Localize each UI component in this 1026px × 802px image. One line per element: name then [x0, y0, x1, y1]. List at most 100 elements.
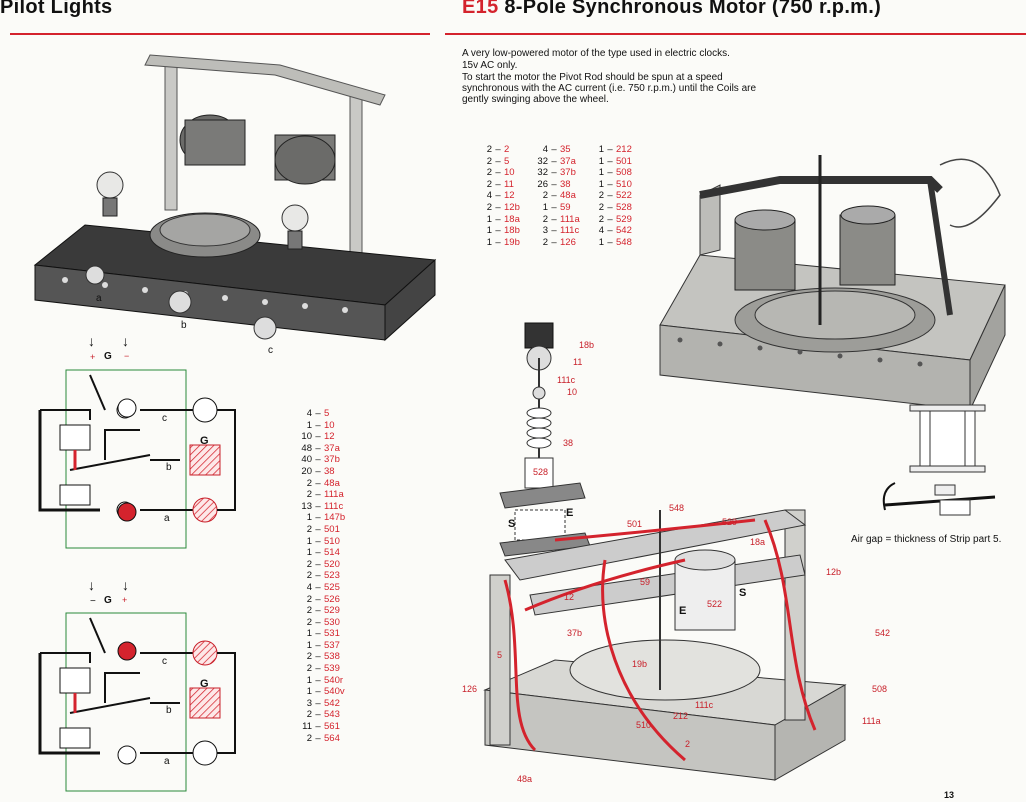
- dash-separator: –: [315, 686, 321, 698]
- part-number: 48a: [560, 190, 576, 202]
- part-quantity: 48: [301, 442, 312, 454]
- part-quantity: 13: [301, 500, 312, 512]
- motor-description: A very low-powered motor of the type use…: [462, 48, 762, 106]
- parts-row: 1–18a: [470, 214, 520, 226]
- air-gap-inset-diagram: [882, 404, 996, 516]
- assembly-label-126: 126: [462, 684, 478, 694]
- part-number: 35: [560, 144, 571, 155]
- exploded-label-10: 10: [567, 387, 578, 397]
- part-number: 508: [616, 167, 632, 179]
- page-number: 13: [944, 790, 955, 800]
- assembly-label-542: 542: [875, 628, 891, 638]
- model-label-c: c: [268, 345, 273, 356]
- part-quantity: 32: [537, 155, 548, 167]
- part-number: 48a: [324, 477, 340, 489]
- assembly-label-501: 501: [627, 519, 643, 529]
- part-quantity: 1: [306, 639, 312, 651]
- circuit-diagram-2: [38, 612, 236, 792]
- part-number: 10: [324, 419, 335, 431]
- assembly-label-s: S: [739, 587, 747, 599]
- dash-separator: –: [315, 628, 321, 640]
- assembly-label-18a: 18a: [750, 537, 766, 547]
- parts-row: 32–37b: [526, 167, 580, 179]
- dash-separator: –: [551, 144, 557, 155]
- part-quantity: 2: [306, 593, 312, 605]
- exploded-label-38: 38: [563, 438, 574, 448]
- part-number: 37a: [560, 155, 576, 167]
- part-quantity: 10: [301, 431, 312, 443]
- part-number: 529: [324, 605, 340, 617]
- dash-separator: –: [607, 178, 613, 190]
- part-number: 514: [324, 547, 340, 559]
- parts-row: 1–147b: [290, 512, 345, 524]
- part-quantity: 2: [598, 201, 604, 213]
- dash-separator: –: [315, 697, 321, 709]
- parts-row: 11–561: [290, 721, 345, 733]
- parts-row: 1–531: [290, 628, 345, 640]
- part-number: 529: [616, 213, 632, 225]
- part-quantity: 20: [301, 465, 312, 477]
- pilot-lights-model-illustration: [33, 54, 437, 342]
- part-quantity: 2: [306, 616, 312, 628]
- exploded-label-11: 11: [573, 357, 583, 367]
- parts-row: 4–35: [526, 144, 580, 156]
- part-number: 212: [616, 144, 632, 155]
- motor-model-illustration: [659, 155, 1006, 411]
- part-number: 548: [616, 236, 632, 248]
- part-number: 510: [616, 178, 632, 190]
- dash-separator: –: [315, 512, 321, 524]
- parts-row: 2–48a: [526, 190, 580, 202]
- right-page-title: E15 8-Pole Synchronous Motor (750 r.p.m.…: [462, 0, 881, 19]
- part-quantity: 2: [542, 213, 548, 225]
- left-page-title: Pilot Lights: [0, 0, 113, 18]
- dash-separator: –: [315, 651, 321, 663]
- part-number: 501: [324, 523, 340, 535]
- parts-row: 1–19b: [470, 237, 520, 249]
- part-number: 126: [560, 236, 576, 248]
- part-quantity: 1: [486, 213, 492, 225]
- parts-row: 2–12b: [470, 202, 520, 214]
- part-number: 5: [324, 408, 330, 419]
- dash-separator: –: [315, 523, 321, 535]
- part-number: 510: [324, 535, 340, 547]
- part-number: 537: [324, 639, 340, 651]
- dash-separator: –: [315, 674, 321, 686]
- parts-row: 2–2: [470, 144, 520, 156]
- dash-separator: –: [495, 178, 501, 190]
- dash-separator: –: [607, 144, 613, 155]
- assembly-label-12b: 12b: [826, 567, 842, 577]
- exploded-label-18b: 18b: [579, 340, 595, 350]
- description-para-2: 15v AC only.: [462, 60, 518, 71]
- part-number: 12: [324, 431, 335, 443]
- right-title-rule: [445, 33, 1026, 35]
- part-number: 530: [324, 616, 340, 628]
- parts-row: 1–510: [290, 536, 345, 548]
- part-number: 38: [560, 178, 571, 190]
- part-number: 18b: [504, 225, 520, 237]
- part-quantity: 4: [306, 581, 312, 593]
- diagram1-label-c: c: [162, 413, 167, 424]
- parts-row: 2–543: [290, 709, 345, 721]
- parts-row: 2–5: [470, 156, 520, 168]
- dash-separator: –: [607, 190, 613, 202]
- part-quantity: 2: [306, 489, 312, 501]
- dash-separator: –: [315, 616, 321, 628]
- parts-row: 1–540v: [290, 686, 345, 698]
- part-quantity: 1: [306, 535, 312, 547]
- part-number: 542: [616, 225, 632, 237]
- dash-separator: –: [315, 431, 321, 443]
- assembly-label-12: 12: [564, 592, 575, 602]
- part-number: 12b: [504, 201, 520, 213]
- dash-separator: –: [315, 477, 321, 489]
- diagram1-arrow-1: ↓: [88, 333, 95, 349]
- dash-separator: –: [315, 570, 321, 582]
- exploded-label-528: 528: [533, 467, 549, 477]
- diagram1-box-g: G: [200, 435, 209, 447]
- part-number: 12: [504, 190, 515, 202]
- part-number: 542: [324, 697, 340, 709]
- part-number: 111a: [324, 489, 344, 501]
- part-quantity: 3: [306, 697, 312, 709]
- part-number: 37b: [560, 167, 576, 179]
- part-quantity: 40: [301, 454, 312, 466]
